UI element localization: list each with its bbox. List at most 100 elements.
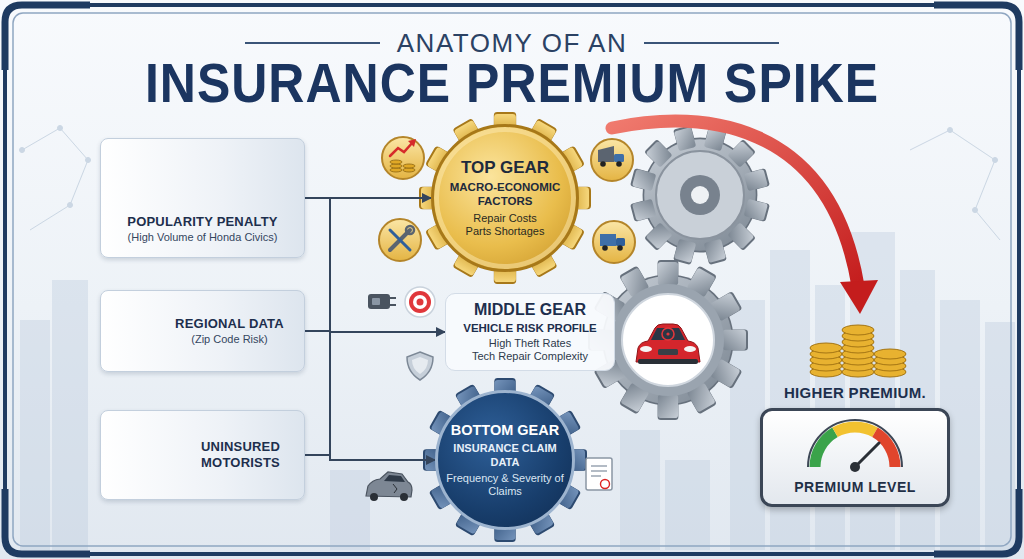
gray-gear-car	[640, 346, 652, 352]
claim-document-icon	[591, 465, 607, 467]
sensor-icon	[390, 297, 396, 299]
coin-growth-icon	[408, 139, 416, 147]
delivery-truck-icon	[593, 221, 635, 263]
node-text: VEHICLE RISK PROFILE	[454, 322, 606, 336]
gray-gear-car	[622, 294, 714, 386]
network-lines	[948, 128, 953, 133]
network-lines	[22, 128, 88, 230]
sensor-icon	[390, 304, 396, 306]
rising-arrow	[612, 121, 878, 314]
gauge-dial	[815, 432, 835, 467]
node-content: UNINSURED MOTORISTS	[187, 439, 294, 470]
city-skyline	[665, 460, 710, 550]
gauge-dial	[850, 462, 860, 472]
merge-bus	[329, 198, 331, 460]
coin-stacks	[842, 325, 874, 335]
coin-growth-icon	[390, 142, 413, 156]
gray-gear-upper	[656, 151, 744, 239]
node-heading: TOP GEAR	[443, 158, 567, 178]
gauge-dial	[875, 432, 895, 467]
top-gear-teeth	[419, 112, 591, 284]
delivery-truck-icon	[593, 221, 635, 263]
crashed-car-icon	[370, 493, 378, 501]
truck-icon	[598, 146, 614, 162]
bottom-gear-teeth	[423, 378, 587, 542]
bottom-gear-teeth	[425, 380, 585, 540]
shield-icon	[412, 357, 428, 374]
city-skyline	[330, 470, 370, 550]
node-text: Repair Costs	[443, 212, 567, 225]
gray-gear-car	[612, 284, 724, 396]
node-text: Frequency & Severity of Claims	[446, 472, 564, 498]
tools-icon	[379, 219, 421, 261]
claim-document-icon	[591, 470, 607, 472]
node-content: BOTTOM GEARINSURANCE CLAIM DATAFrequency…	[446, 422, 564, 498]
delivery-truck-icon	[602, 245, 608, 251]
rising-arrow	[612, 121, 858, 286]
coin-growth-icon	[403, 164, 415, 168]
factor-panel: UNINSURED MOTORISTS	[100, 410, 305, 500]
diagram-title: INSURANCE PREMIUM SPIKE	[0, 53, 1024, 114]
frame	[5, 489, 90, 554]
truck-icon	[616, 161, 622, 167]
node-text: (Zip Code Risk)	[165, 333, 294, 346]
network-lines	[993, 158, 998, 163]
target-icon	[413, 295, 427, 309]
node-content: REGIONAL DATA(Zip Code Risk)	[165, 316, 294, 347]
gray-gear-car	[662, 328, 674, 340]
gauge-dial	[835, 427, 875, 432]
network-lines	[86, 158, 91, 163]
truck-icon	[600, 161, 606, 167]
node-heading: BOTTOM GEAR	[446, 422, 564, 439]
tools-icon	[390, 230, 410, 250]
gray-gear-car	[684, 346, 696, 352]
factor-panel: POPULARITY PENALTY(High Volume of Honda …	[100, 138, 305, 258]
truck-icon	[591, 139, 633, 181]
node-content: MIDDLE GEAR VEHICLE RISK PROFILEHigh Thef…	[454, 300, 606, 363]
gauge-dial	[855, 443, 879, 467]
gray-gear-car	[658, 349, 678, 355]
title-kicker: ANATOMY OF AN	[0, 28, 1024, 58]
coin-stacks	[810, 343, 842, 353]
gray-gear-car	[638, 359, 698, 364]
node-content: POPULARITY PENALTY(High Volume of Honda …	[111, 214, 294, 245]
gear-node: TOP GEARMACRO-ECONOMIC FACTORSRepair Cos…	[431, 124, 579, 272]
risk-box: MIDDLE GEAR VEHICLE RISK PROFILEHigh Thef…	[445, 293, 615, 370]
shield-icon	[407, 352, 433, 380]
crashed-car-icon	[384, 475, 405, 482]
truck-icon	[591, 139, 633, 181]
crashed-car-icon	[366, 472, 412, 501]
gauge-dial	[808, 420, 902, 467]
claim-document-icon	[601, 480, 610, 489]
gray-gear-car	[651, 328, 685, 340]
connector-arrow	[305, 197, 431, 199]
coin-stacks	[810, 325, 906, 377]
delivery-truck-icon	[616, 238, 625, 246]
node-text: (High Volume of Honda Civics)	[111, 231, 294, 244]
city-skyline	[20, 232, 1015, 550]
network-lines	[58, 126, 63, 131]
coin-growth-icon	[382, 137, 424, 179]
coin-stacks	[874, 349, 906, 359]
network-lines	[20, 148, 25, 153]
node-heading: POPULARITY PENALTY	[111, 214, 294, 230]
crashed-car-icon	[400, 493, 408, 501]
coin-growth-icon	[382, 137, 424, 179]
truck-icon	[614, 154, 624, 162]
node-text: High Theft Rates	[454, 337, 606, 350]
node-heading: MIDDLE GEAR	[454, 300, 606, 319]
city-skyline	[52, 280, 88, 550]
city-skyline	[20, 320, 50, 550]
factor-panel: REGIONAL DATA(Zip Code Risk)	[100, 290, 305, 372]
premium-gauge: HIGHER PREMIUM. PREMIUM LEVEL	[760, 384, 950, 507]
gray-gear-car	[636, 324, 700, 362]
target-icon	[409, 291, 431, 313]
gauge-panel: PREMIUM LEVEL	[760, 408, 950, 507]
claim-document-icon	[586, 458, 612, 490]
connector-arrow	[305, 330, 445, 333]
sensor-icon	[368, 294, 390, 309]
gear-node: BOTTOM GEARINSURANCE CLAIM DATAFrequency…	[435, 390, 575, 530]
gray-gear-upper	[691, 186, 709, 204]
frame	[934, 5, 1019, 70]
